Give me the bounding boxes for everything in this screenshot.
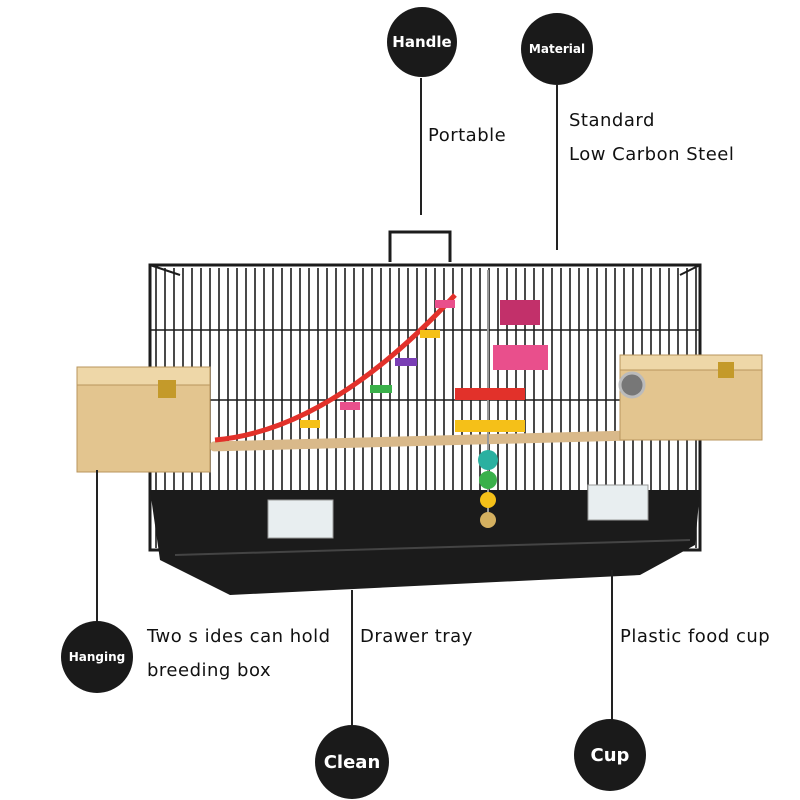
hanging-line-1: Two s ides can hold <box>147 626 331 647</box>
clean-description: Drawer tray <box>360 626 473 647</box>
handle-description: Portable <box>428 125 507 146</box>
hanging-connector <box>96 470 98 622</box>
material-connector <box>556 85 558 250</box>
breeding-box-right <box>618 354 763 441</box>
handle-badge: Handle <box>387 7 457 77</box>
material-badge: Material <box>521 13 593 85</box>
cup-badge-label: Cup <box>590 744 630 766</box>
material-line-1: Standard <box>569 110 655 131</box>
cup-connector <box>611 570 613 720</box>
handle-connector <box>420 78 422 215</box>
cup-badge: Cup <box>574 719 646 791</box>
perch <box>210 430 635 452</box>
material-line-2: Low Carbon Steel <box>569 144 735 165</box>
ladder-toy <box>214 293 457 443</box>
food-cup-right <box>587 484 649 521</box>
food-cup-left <box>267 499 334 539</box>
clean-badge-label: Clean <box>323 751 381 773</box>
cup-description: Plastic food cup <box>620 626 771 647</box>
hanging-toy <box>455 270 548 528</box>
clean-connector <box>351 590 353 725</box>
clean-badge: Clean <box>315 725 389 799</box>
handle-badge-label: Handle <box>392 33 452 51</box>
hanging-badge-label: Hanging <box>68 650 126 664</box>
material-badge-label: Material <box>528 42 586 56</box>
cage-handle <box>388 230 452 262</box>
hanging-line-2: breeding box <box>147 660 272 681</box>
hanging-badge: Hanging <box>61 621 133 693</box>
breeding-box-left <box>76 366 211 473</box>
